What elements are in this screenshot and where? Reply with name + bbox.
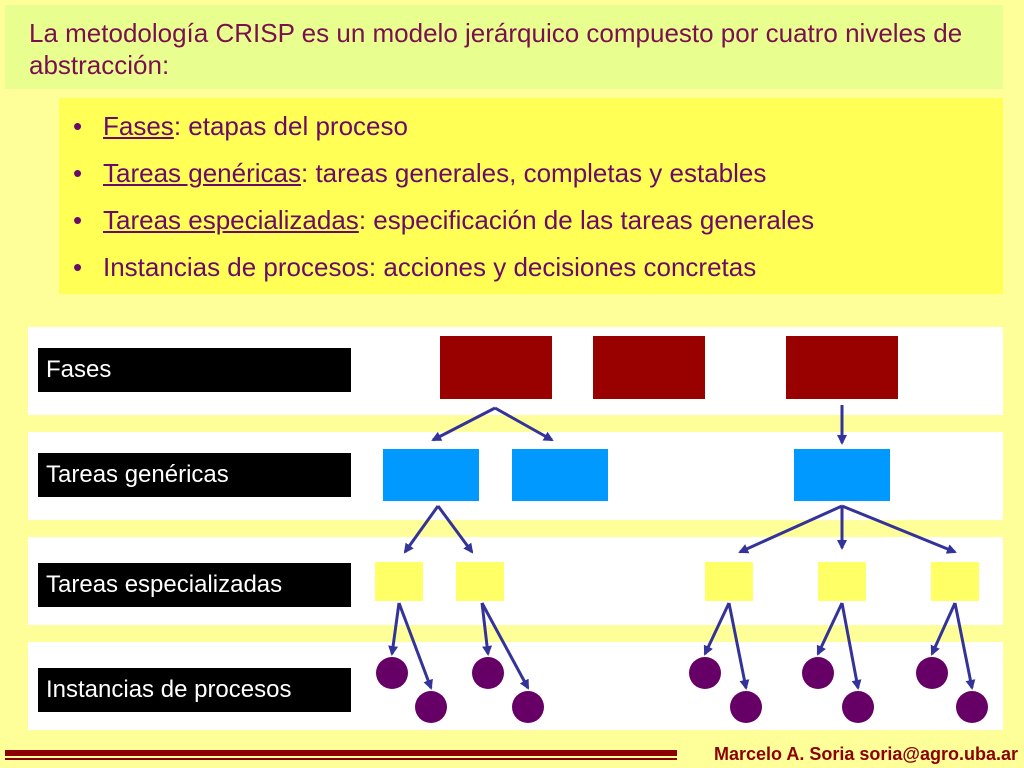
hierarchy-arrow <box>841 504 957 554</box>
hierarchy-arrow <box>930 602 957 656</box>
phase-box <box>440 336 552 399</box>
process-instance-circle <box>842 691 874 723</box>
level-label-tareas-genericas: Tareas genéricas <box>38 453 351 497</box>
specialized-task-box <box>375 562 423 601</box>
process-instance-circle <box>376 657 408 689</box>
process-instance-circle <box>802 657 834 689</box>
hierarchy-arrow <box>431 406 496 442</box>
specialized-task-box <box>705 562 753 601</box>
bullet-dot-icon: • <box>73 111 83 141</box>
hierarchy-arrow <box>494 406 554 442</box>
hierarchy-arrow <box>703 602 731 656</box>
footer-author: Marcelo A. Soria soria@agro.uba.ar <box>714 744 1018 764</box>
bullet-text: : tareas generales, completas y estables <box>301 158 767 188</box>
bullet-text: : especificación de las tareas generales <box>358 205 815 235</box>
bullet-term: Tareas genéricas <box>103 158 301 188</box>
hierarchy-arrow <box>953 602 976 690</box>
bullet-term: Fases <box>103 111 174 141</box>
process-instance-circle <box>730 691 762 723</box>
specialized-task-box <box>931 562 979 601</box>
hierarchy-arrow <box>816 602 844 656</box>
level-label-tareas-especializadas: Tareas especializadas <box>38 563 351 607</box>
bullet-term: Tareas especializadas <box>103 205 359 235</box>
phase-box <box>786 336 898 399</box>
bullet-text: : etapas del proceso <box>173 111 408 141</box>
diagram-shapes <box>375 336 988 723</box>
process-instance-circle <box>916 657 948 689</box>
bullet-item: • Tareas genéricas: tareas generales, co… <box>73 153 1003 200</box>
footer-rule-thin <box>5 758 677 760</box>
hierarchy-arrow <box>480 602 530 690</box>
slide-title: La metodología CRISP es un modelo jerárq… <box>29 18 963 80</box>
bullet-item: • Instancias de procesos: acciones y dec… <box>73 247 1003 294</box>
process-instance-circle <box>956 691 988 723</box>
bullet-list: • Fases: etapas del proceso • Tareas gen… <box>59 98 1003 294</box>
process-instance-circle <box>415 691 447 723</box>
level-label-instancias: Instancias de procesos <box>38 668 351 712</box>
title-banner: La metodología CRISP es un modelo jerárq… <box>5 5 1003 89</box>
diagram-arrows <box>388 405 976 690</box>
bullet-text: Instancias de procesos: acciones y decis… <box>103 252 757 282</box>
bullet-dot-icon: • <box>73 252 83 282</box>
generic-task-box <box>512 449 608 501</box>
bullet-dot-icon: • <box>73 205 83 235</box>
hierarchy-arrow <box>727 602 750 690</box>
bullet-item: • Fases: etapas del proceso <box>73 106 1003 153</box>
footer-rule <box>5 750 677 756</box>
hierarchy-arrow <box>397 602 433 690</box>
hierarchy-arrow <box>403 505 440 554</box>
level-label-fases: Fases <box>38 348 351 392</box>
hierarchy-arrow <box>388 602 401 656</box>
bullet-item: • Tareas especializadas: especificación … <box>73 200 1003 247</box>
bullet-dot-icon: • <box>73 158 83 188</box>
hierarchy-arrow <box>480 602 493 656</box>
generic-task-box <box>794 449 890 501</box>
specialized-task-box <box>456 562 504 601</box>
specialized-task-box <box>818 562 866 601</box>
hierarchy-arrow <box>738 504 843 554</box>
process-instance-circle <box>689 657 721 689</box>
generic-task-box <box>383 449 479 501</box>
process-instance-circle <box>472 657 504 689</box>
hierarchy-arrow <box>840 602 862 690</box>
phase-box <box>593 336 705 399</box>
process-instance-circle <box>512 691 544 723</box>
hierarchy-arrow <box>436 505 474 554</box>
